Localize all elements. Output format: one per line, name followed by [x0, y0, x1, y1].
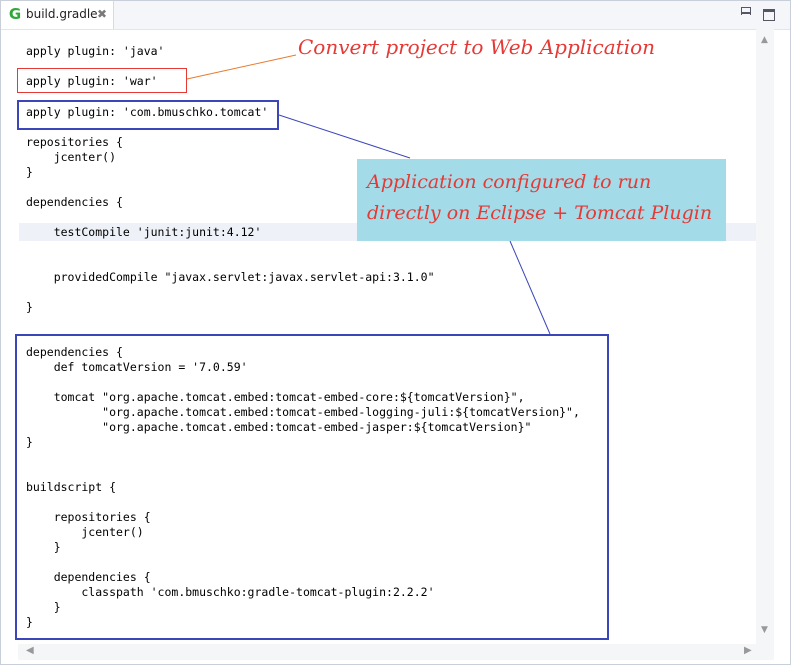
- scroll-up-icon[interactable]: ▲: [761, 35, 768, 45]
- tomcat-block-connector-line: [509, 240, 551, 335]
- code-editor[interactable]: [1, 30, 790, 664]
- close-icon[interactable]: ✖: [97, 7, 108, 21]
- code-provided-compile: providedCompile "javax.servlet:javax.ser…: [26, 270, 435, 284]
- code-plugin-tomcat: apply plugin: 'com.bmuschko.tomcat': [26, 105, 269, 119]
- tomcat-callout-line1: Application configured to run: [367, 171, 652, 193]
- code-plugin-java: apply plugin: 'java': [26, 44, 165, 58]
- tomcat-plugin-highlight-box: [17, 100, 279, 130]
- vertical-scrollbar[interactable]: ▲ ▼: [756, 29, 774, 644]
- tomcat-config-highlight-box: [15, 334, 609, 640]
- horizontal-scrollbar[interactable]: ◀ ▶: [18, 644, 774, 660]
- code-dependencies-close: }: [26, 300, 33, 314]
- scroll-down-icon[interactable]: ▼: [761, 625, 768, 635]
- war-connector-line: [186, 54, 297, 80]
- war-annotation: Convert project to Web Application: [298, 35, 656, 59]
- scroll-right-icon[interactable]: ▶: [744, 645, 752, 656]
- code-buildscript: buildscript { repositories { jcenter() }…: [26, 480, 435, 629]
- tomcat-plugin-connector-line: [278, 114, 411, 159]
- tab-build-gradle[interactable]: G build.gradle ✖: [1, 1, 114, 29]
- war-plugin-highlight-box: [17, 68, 187, 93]
- gradle-g-icon: G: [8, 5, 22, 23]
- tomcat-callout: Application configured to run directly o…: [357, 159, 726, 241]
- tab-label: build.gradle: [26, 7, 98, 21]
- scroll-left-icon[interactable]: ◀: [26, 645, 34, 656]
- code-test-compile: testCompile 'junit:junit:4.12': [26, 225, 262, 239]
- minimize-icon[interactable]: [739, 6, 753, 20]
- code-dependencies-open: dependencies {: [26, 195, 123, 209]
- code-tomcat-dependencies: dependencies { def tomcatVersion = '7.0.…: [26, 345, 580, 449]
- tomcat-callout-line2: directly on Eclipse + Tomcat Plugin: [367, 202, 713, 224]
- maximize-icon[interactable]: [763, 9, 775, 21]
- tomcat-callout-text: Application configured to run directly o…: [367, 167, 722, 229]
- code-repositories: repositories { jcenter() }: [26, 135, 123, 179]
- tab-bar: G build.gradle ✖: [1, 1, 790, 30]
- code-plugin-war: apply plugin: 'war': [26, 74, 158, 88]
